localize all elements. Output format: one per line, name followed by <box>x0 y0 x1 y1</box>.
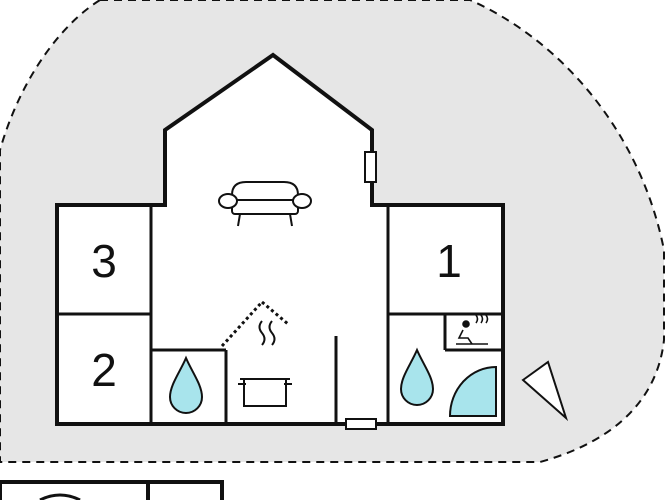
room-number-2: 2 <box>91 344 117 396</box>
room-number-1: 1 <box>436 235 462 287</box>
sofa-icon <box>218 181 312 227</box>
compass-north-icon <box>521 360 569 422</box>
water-drop-icon <box>399 347 435 406</box>
door-marker <box>345 418 377 430</box>
hood-icon <box>220 300 289 348</box>
water-drop-icon <box>168 355 204 414</box>
stove-pot-icon <box>238 320 292 407</box>
neighbour-building <box>0 480 224 500</box>
interior-walls <box>57 205 503 424</box>
sauna-icon <box>456 314 489 345</box>
window-marker <box>364 151 377 183</box>
room-number-3: 3 <box>91 235 117 287</box>
shower-icon <box>448 365 497 417</box>
